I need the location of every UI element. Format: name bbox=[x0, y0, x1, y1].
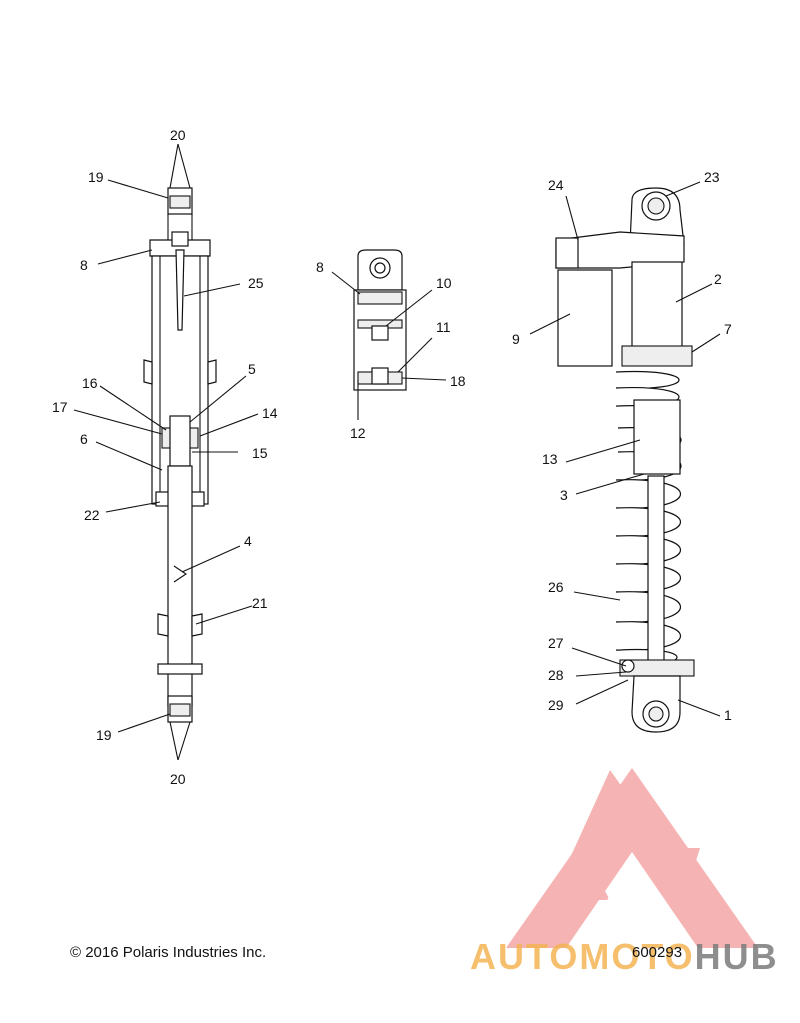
callout-10: 10 bbox=[436, 275, 452, 291]
callout-17: 17 bbox=[52, 399, 68, 415]
callout-6: 6 bbox=[80, 431, 88, 447]
callout-29: 29 bbox=[548, 697, 564, 713]
watermark-logo bbox=[506, 768, 758, 948]
callout-3: 3 bbox=[560, 487, 568, 503]
callout-19-bottom: 19 bbox=[96, 727, 112, 743]
callout-11: 11 bbox=[436, 319, 451, 335]
callout-16: 16 bbox=[82, 375, 98, 391]
callout-4: 4 bbox=[244, 533, 252, 549]
center-reservoir-cross-section bbox=[353, 249, 407, 391]
watermark-text: AUTOMOTOHUB bbox=[470, 936, 779, 978]
callout-27: 27 bbox=[548, 635, 564, 651]
watermark-text-part2: HUB bbox=[694, 936, 779, 977]
callout-14: 14 bbox=[262, 405, 278, 421]
callout-5: 5 bbox=[248, 361, 256, 377]
watermark-text-part1: AUTOMOTO bbox=[470, 936, 695, 977]
diagram-part-number: 600293 bbox=[632, 944, 683, 961]
callout-15: 15 bbox=[252, 445, 268, 461]
callout-19-top: 19 bbox=[88, 169, 104, 185]
callout-8-center: 8 bbox=[316, 259, 324, 275]
callout-12: 12 bbox=[350, 425, 366, 441]
copyright-notice: © 2016 Polaris Industries Inc. bbox=[70, 944, 267, 961]
callout-8-left: 8 bbox=[80, 257, 88, 273]
leader-lines bbox=[73, 143, 721, 761]
right-shock-external bbox=[555, 187, 695, 733]
callout-9: 9 bbox=[512, 331, 520, 347]
callout-labels: 20 19 8 25 16 5 17 14 6 15 22 4 21 19 20… bbox=[52, 127, 732, 787]
callout-25: 25 bbox=[248, 275, 264, 291]
callout-20-top: 20 bbox=[170, 127, 186, 143]
callout-26: 26 bbox=[548, 579, 564, 595]
callout-2: 2 bbox=[714, 271, 722, 287]
callout-7: 7 bbox=[724, 321, 732, 337]
left-shock-cross-section bbox=[143, 187, 217, 723]
callout-24: 24 bbox=[548, 177, 564, 193]
callout-28: 28 bbox=[548, 667, 564, 683]
callout-1: 1 bbox=[724, 707, 732, 723]
callout-21: 21 bbox=[252, 595, 268, 611]
callout-22: 22 bbox=[84, 507, 100, 523]
callout-18: 18 bbox=[450, 373, 466, 389]
callout-23: 23 bbox=[704, 169, 720, 185]
callout-20-bottom: 20 bbox=[170, 771, 186, 787]
callout-13: 13 bbox=[542, 451, 558, 467]
